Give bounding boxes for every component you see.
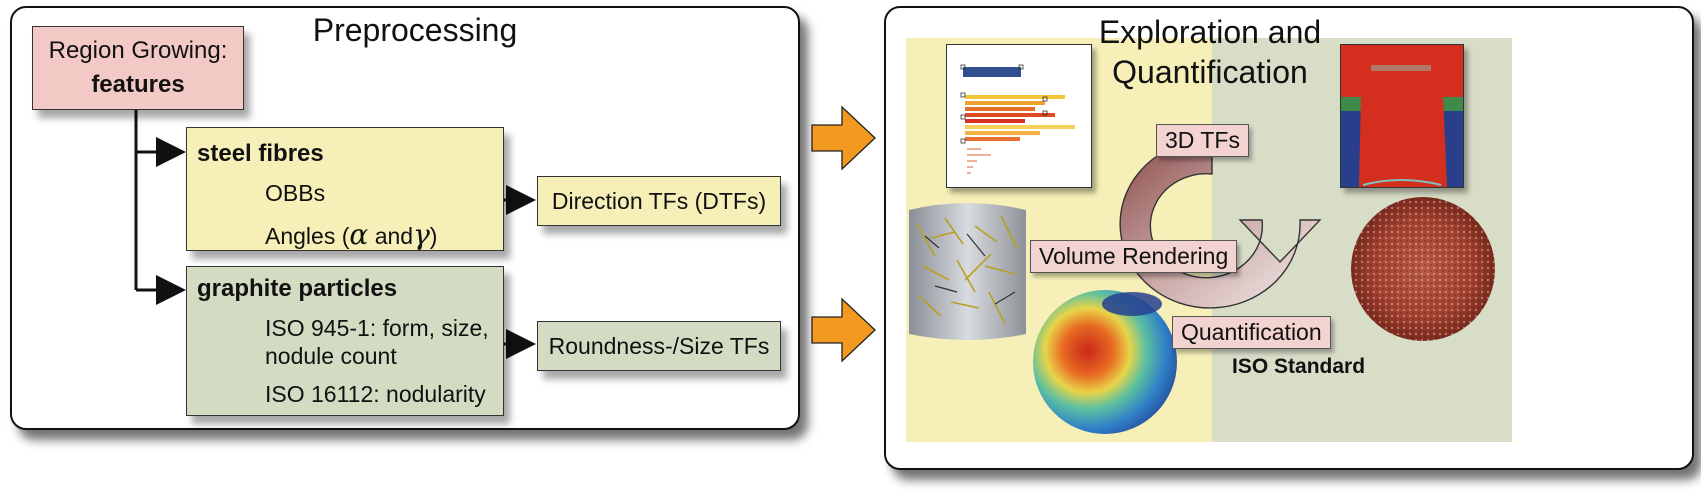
gamma-symbol: γ bbox=[413, 218, 430, 251]
fibre-cylinder-svg bbox=[909, 203, 1026, 340]
angles-label: Angles (α andγ) bbox=[265, 218, 437, 251]
roundness-tfs-label: Roundness-/Size TFs bbox=[548, 333, 770, 359]
steel-fibres-box: steel fibres OBBs Angles (α andγ) bbox=[186, 127, 504, 251]
steel-fibres-title: steel fibres bbox=[197, 140, 324, 167]
particle-sphere-svg bbox=[1351, 197, 1495, 341]
features-label: features bbox=[91, 71, 185, 98]
graphite-particles-box: graphite particles ISO 945-1: form, size… bbox=[186, 266, 504, 416]
cycle-label-volume-rendering: Volume Rendering bbox=[1030, 240, 1238, 273]
iso16112-label: ISO 16112: nodularity bbox=[265, 381, 486, 407]
cycle-label-3d-tfs: 3D TFs bbox=[1156, 124, 1249, 157]
exploration-title-line1: Exploration and bbox=[1098, 14, 1322, 50]
particle-sphere-render bbox=[1348, 194, 1498, 344]
region-growing-box: Region Growing: features bbox=[32, 26, 244, 110]
cycle-arrow-ring bbox=[1119, 139, 1322, 309]
orange-arrow-top bbox=[811, 105, 876, 171]
obbs-label: OBBs bbox=[265, 180, 326, 206]
iso945-label-line1: ISO 945-1: form, size, bbox=[265, 315, 489, 341]
graphite-particles-title: graphite particles bbox=[197, 275, 398, 302]
region-growing-label: Region Growing: bbox=[48, 37, 228, 64]
glyph-sphere-render bbox=[1030, 282, 1180, 442]
angles-close: ) bbox=[429, 223, 438, 249]
cycle-label-quantification: Quantification bbox=[1172, 316, 1331, 349]
iso945-label-line2: nodule count bbox=[265, 343, 397, 369]
projection-heatmap bbox=[1340, 44, 1464, 188]
exploration-title-line2: Quantification bbox=[1112, 54, 1308, 90]
preprocessing-title: Preprocessing bbox=[312, 12, 518, 48]
angles-and: and bbox=[374, 223, 414, 249]
projection-heatmap-svg bbox=[1341, 45, 1463, 187]
direction-tfs-label: Direction TFs (DTFs) bbox=[551, 188, 767, 214]
orange-arrow-bottom bbox=[811, 297, 876, 363]
histogram-plot bbox=[960, 64, 1075, 174]
glyph-sphere-svg bbox=[1033, 290, 1177, 434]
histogram-thumbnail bbox=[946, 44, 1092, 188]
iso-standard-label: ISO Standard bbox=[1232, 355, 1366, 378]
alpha-symbol: α bbox=[349, 218, 369, 251]
roundness-tfs-box: Roundness-/Size TFs bbox=[537, 321, 781, 371]
fibre-cylinder-render bbox=[905, 196, 1030, 346]
direction-tfs-box: Direction TFs (DTFs) bbox=[537, 176, 781, 226]
angles-open: Angles ( bbox=[265, 223, 350, 249]
